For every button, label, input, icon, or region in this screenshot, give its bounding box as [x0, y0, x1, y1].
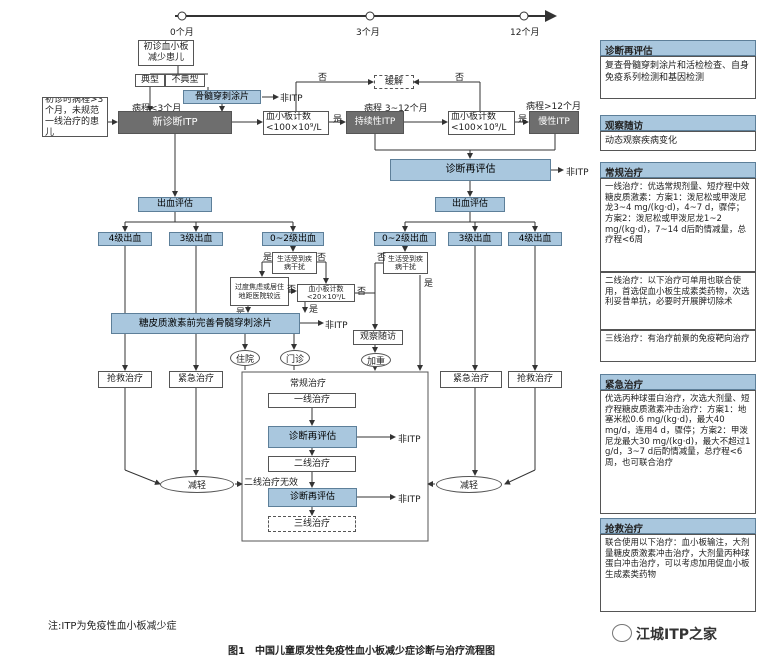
non-itp-label-5: 非ITP	[398, 495, 421, 505]
yes-label-life-right: 是	[424, 279, 434, 289]
outpatient-oval: 门诊	[280, 350, 310, 366]
footnote: 注:ITP为免疫性血小板减少症	[48, 621, 177, 632]
no-label-anxiety: 否	[287, 285, 297, 295]
grade0-2-bleed-left: 0~2级出血	[262, 232, 324, 246]
non-itp-label-3: 非ITP	[325, 321, 348, 331]
typical-box: 典型	[135, 74, 165, 87]
sidebar-second-line-text: 二线治疗：以下治疗可单用也联合使用，首选促血小板生成素类药物，次选利妥昔单抗，必…	[600, 272, 756, 330]
non-itp-label-4: 非ITP	[398, 435, 421, 445]
grade3-bleed-right: 3级出血	[448, 232, 502, 246]
yes-label-life-left: 是	[263, 253, 273, 263]
non-itp-label-2: 非ITP	[566, 168, 589, 178]
sidebar-observe-text: 动态观察疾病变化	[600, 131, 756, 151]
sidebar-emergency-title: 紧急治疗	[600, 374, 756, 391]
yes-label-plt20: 是	[309, 305, 319, 315]
chronic-itp-box: 慢性ITP	[529, 111, 579, 134]
wechat-icon	[612, 624, 632, 642]
grade0-2-bleed-right: 0~2级出血	[374, 232, 436, 246]
reassess-box-mid: 诊断再评估	[268, 426, 357, 448]
bleeding-eval-right: 出血评估	[435, 197, 505, 212]
sidebar-reassess-title: 诊断再评估	[600, 40, 756, 57]
yes-label-1: 是	[333, 115, 343, 125]
sidebar-rescue-text: 联合使用以下治疗：血小板输注，大剂量糖皮质激素冲击治疗，大剂量丙种球蛋白冲击治疗…	[600, 534, 756, 612]
new-diagnosis-itp-box: 新诊断ITP	[118, 111, 232, 134]
brand-watermark: 江城ITP之家	[636, 627, 718, 643]
no-label-1: 否	[318, 73, 328, 83]
no-label-life-left: 否	[317, 253, 327, 263]
emergency-treatment-left: 紧急治疗	[169, 371, 223, 388]
figure-caption: 图1 中国儿童原发性免疫性血小板减少症诊断与治疗流程图	[228, 646, 495, 657]
steroid-bone-marrow-box: 糖皮质激素前完善骨髓穿刺涂片	[111, 313, 300, 334]
initial-patient-box: 初诊血小板减少患儿	[138, 40, 194, 66]
second-line-fail-label: 二线治疗无效	[244, 478, 299, 488]
sidebar-third-line-text: 三线治疗：有治疗前景的免疫靶向治疗	[600, 330, 756, 362]
inpatient-oval: 住院	[230, 350, 260, 366]
no-label-plt20: 否	[357, 287, 367, 297]
atypical-box: 不典型	[165, 74, 205, 87]
sidebar-routine-title: 常规治疗	[600, 162, 756, 179]
platelet-count-box-1: 血小板计数<100×10⁹/L	[263, 111, 329, 135]
no-label-2: 否	[455, 73, 465, 83]
course-3-12-label: 病程 3~12个月	[364, 104, 428, 114]
bone-marrow-box: 骨髓穿刺涂片	[183, 90, 261, 104]
observe-followup-box: 观察随访	[353, 330, 403, 345]
non-itp-label-1: 非ITP	[280, 94, 303, 104]
rescue-treatment-left: 抢救治疗	[98, 371, 152, 388]
anxiety-distance-box: 过度焦虑或居住地距医院较远	[230, 277, 289, 306]
emergency-treatment-right: 紧急治疗	[440, 371, 502, 388]
third-line-box: 三线治疗	[268, 516, 356, 532]
rescue-treatment-right: 抢救治疗	[508, 371, 562, 388]
relief-box: 缓解	[374, 75, 414, 89]
worsen-oval: 加重	[361, 353, 391, 367]
ease-oval-right: 减轻	[436, 476, 502, 493]
timeline-0-months: 0个月	[170, 28, 194, 38]
sidebar-rescue-title: 抢救治疗	[600, 518, 756, 535]
sidebar-observe-title: 观察随访	[600, 115, 756, 132]
reassess-box-low: 诊断再评估	[268, 488, 357, 507]
course-gt12-label: 病程>12个月	[526, 102, 581, 112]
persistent-itp-box: 持续性ITP	[346, 111, 404, 134]
course-lt3-label: 病程<3个月	[132, 104, 182, 114]
first-line-box: 一线治疗	[268, 393, 356, 408]
grade4-bleed-right: 4级出血	[508, 232, 562, 246]
second-line-box: 二线治疗	[268, 456, 356, 472]
timeline-12-months: 12个月	[510, 28, 540, 38]
ease-oval-left: 减轻	[160, 476, 234, 493]
sidebar-emergency-text: 优选丙种球蛋白治疗，次选大剂量、短疗程糖皮质激素冲击治疗：方案1：地塞米松0.6…	[600, 390, 756, 514]
grade3-bleed-left: 3级出血	[169, 232, 223, 246]
platelet-lt20-box: 血小板计数<20×10⁹/L	[297, 284, 355, 302]
reassess-box-top: 诊断再评估	[390, 159, 551, 181]
routine-treatment-title: 常规治疗	[290, 379, 327, 389]
life-interfered-right: 生活受到疾病干扰	[383, 252, 428, 274]
sidebar-reassess-text: 复查骨髓穿刺涂片和活检检查、自身免疫系列检测和基因检测	[600, 56, 756, 99]
yes-label-2: 是	[518, 115, 528, 125]
no-label-life-right: 否	[377, 253, 387, 263]
life-interfered-left: 生活受到疾病干扰	[272, 252, 317, 274]
early-gt3-box: 初诊时病程>3个月，未规范一线治疗的患儿	[42, 97, 108, 137]
sidebar-first-line-text: 一线治疗：优选常规剂量、短疗程中效糖皮质激素：方案1：泼尼松或甲泼尼龙3~4 m…	[600, 178, 756, 272]
grade4-bleed-left: 4级出血	[98, 232, 152, 246]
bleeding-eval-left: 出血评估	[138, 197, 212, 212]
platelet-count-box-2: 血小板计数<100×10⁹/L	[448, 111, 515, 135]
timeline-3-months: 3个月	[356, 28, 380, 38]
